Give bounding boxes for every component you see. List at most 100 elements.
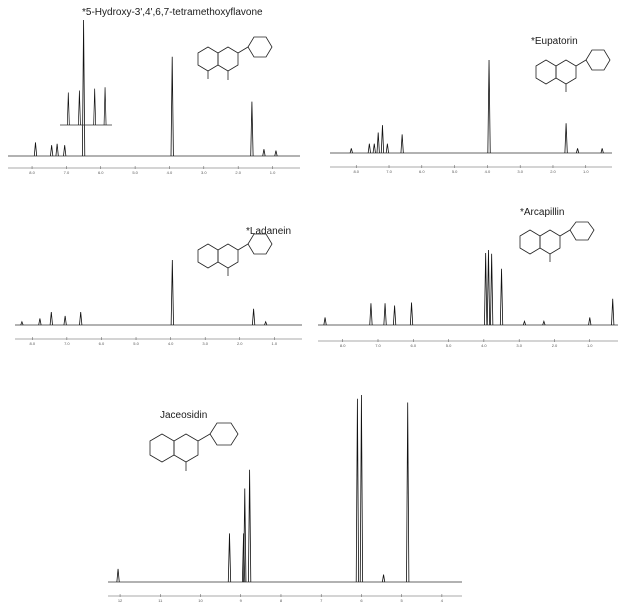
spectrum-peak xyxy=(392,305,397,326)
x-tick-label: 8.0 xyxy=(30,341,36,346)
x-tick-label: 2.0 xyxy=(235,170,241,175)
spectrum-peak xyxy=(170,56,174,157)
panel-2-title: *Eupatorin xyxy=(531,36,578,47)
spectrum-peak xyxy=(349,148,353,154)
spectrum-peak xyxy=(227,533,232,583)
x-tick-label: 1.0 xyxy=(270,170,276,175)
x-tick-label: 1.0 xyxy=(583,169,589,174)
spectrum-panel-5: 12 11 10 9 8 7 6 5 4 xyxy=(108,394,462,603)
spectrum-peak xyxy=(600,148,604,154)
panel-3-title: *Ladanein xyxy=(246,226,291,237)
spectrum-peak xyxy=(409,302,414,326)
x-tick-label: 7.0 xyxy=(375,343,381,348)
spectrum-peak xyxy=(55,143,59,157)
x-tick-label: 8.0 xyxy=(353,169,359,174)
x-tick-label: 12 xyxy=(118,598,123,603)
spectrum-peak xyxy=(49,311,53,326)
structure-panel-5 xyxy=(149,422,239,471)
x-tick-label: 8.0 xyxy=(29,170,35,175)
structure-panel-1 xyxy=(197,36,273,80)
spectrum-peak xyxy=(63,145,67,157)
x-tick-label: 4.0 xyxy=(485,169,491,174)
inset-peak xyxy=(103,87,107,126)
x-tick-label: 3.0 xyxy=(516,343,522,348)
structure-panel-4 xyxy=(519,221,595,262)
spectrum-peak xyxy=(369,303,373,326)
spectrum-peak xyxy=(385,143,389,154)
spectrum-peak xyxy=(50,145,54,157)
spectrum-peak xyxy=(372,143,376,154)
spectrum-peak xyxy=(170,259,174,326)
spectrum-panel-4: 8.0 7.0 6.0 5.0 4.0 3.0 2.0 1.0 xyxy=(318,249,618,348)
x-tick-label: 5.0 xyxy=(452,169,458,174)
x-tick-label: 2.0 xyxy=(237,341,243,346)
x-tick-label: 1.0 xyxy=(272,341,278,346)
x-tick-label: 6.0 xyxy=(411,343,417,348)
spectrum-peak xyxy=(323,317,327,326)
x-tick-label: 4.0 xyxy=(167,170,173,175)
x-tick-label: 3.0 xyxy=(517,169,523,174)
x-tick-label: 10 xyxy=(198,598,203,603)
spectrum-panel-3: 8.0 7.0 6.0 5.0 4.0 3.0 2.0 1.0 xyxy=(15,259,302,346)
structure-panel-3 xyxy=(197,233,273,276)
spectrum-peak xyxy=(262,149,266,157)
x-tick-label: 4.0 xyxy=(168,341,174,346)
spectrum-peak xyxy=(484,252,488,326)
inset-peak xyxy=(66,92,70,126)
x-tick-label: 7.0 xyxy=(64,341,70,346)
spectrum-peak xyxy=(381,574,386,583)
x-tick-label: 6.0 xyxy=(99,341,105,346)
spectrum-peak xyxy=(20,320,24,326)
x-tick-label: 2.0 xyxy=(550,169,556,174)
inset-peak xyxy=(78,90,81,126)
spectrum-peak xyxy=(79,311,83,326)
spectrum-peak xyxy=(241,533,246,583)
spectrum-peak xyxy=(487,59,491,154)
structure-panel-2 xyxy=(535,49,611,92)
spectrum-peak xyxy=(274,150,278,157)
x-tick-label: 7.0 xyxy=(386,169,392,174)
spectrum-peak xyxy=(367,143,371,154)
panel-1-title: *5-Hydroxy-3',4',6,7-tetramethoxyflavone xyxy=(82,7,263,18)
spectrum-peak xyxy=(33,142,38,157)
spectrum-peak xyxy=(522,319,527,326)
spectrum-peak xyxy=(564,123,568,154)
x-tick-label: 9 xyxy=(240,598,243,603)
x-tick-label: 4 xyxy=(441,598,444,603)
spectrum-peak xyxy=(400,134,404,154)
x-tick-label: 7.0 xyxy=(64,170,70,175)
x-tick-label: 5.0 xyxy=(133,341,139,346)
x-tick-label: 6 xyxy=(360,598,363,603)
spectrum-peak xyxy=(116,568,120,583)
x-tick-label: 8 xyxy=(280,598,283,603)
spectrum-peak xyxy=(359,394,364,583)
x-tick-label: 3.0 xyxy=(202,341,208,346)
spectrum-peak xyxy=(38,318,42,326)
spectrum-peak xyxy=(243,488,247,583)
x-tick-label: 7 xyxy=(320,598,323,603)
x-tick-label: 5 xyxy=(401,598,404,603)
spectrum-peak xyxy=(499,268,504,326)
spectrum-peak xyxy=(490,253,494,326)
spectrum-peak xyxy=(542,319,546,326)
panel-4-title: *Arcapillin xyxy=(520,207,564,218)
spectrum-peak xyxy=(251,308,256,326)
x-tick-label: 8.0 xyxy=(340,343,346,348)
spectrum-peak xyxy=(248,469,252,583)
x-tick-label: 5.0 xyxy=(132,170,138,175)
x-tick-label: 2.0 xyxy=(552,343,558,348)
spectrum-peak xyxy=(376,132,380,154)
spectrum-peak xyxy=(81,19,86,157)
spectrum-peak xyxy=(486,249,491,326)
x-tick-label: 4.0 xyxy=(481,343,487,348)
x-tick-label: 1.0 xyxy=(587,343,593,348)
panel-5-title: Jaceosidin xyxy=(160,410,207,421)
spectrum-peak xyxy=(588,317,592,326)
spectrum-peak xyxy=(355,398,360,583)
spectrum-peak xyxy=(380,125,385,154)
x-tick-label: 11 xyxy=(158,598,163,603)
x-tick-label: 5.0 xyxy=(446,343,452,348)
spectrum-peak xyxy=(575,148,580,154)
